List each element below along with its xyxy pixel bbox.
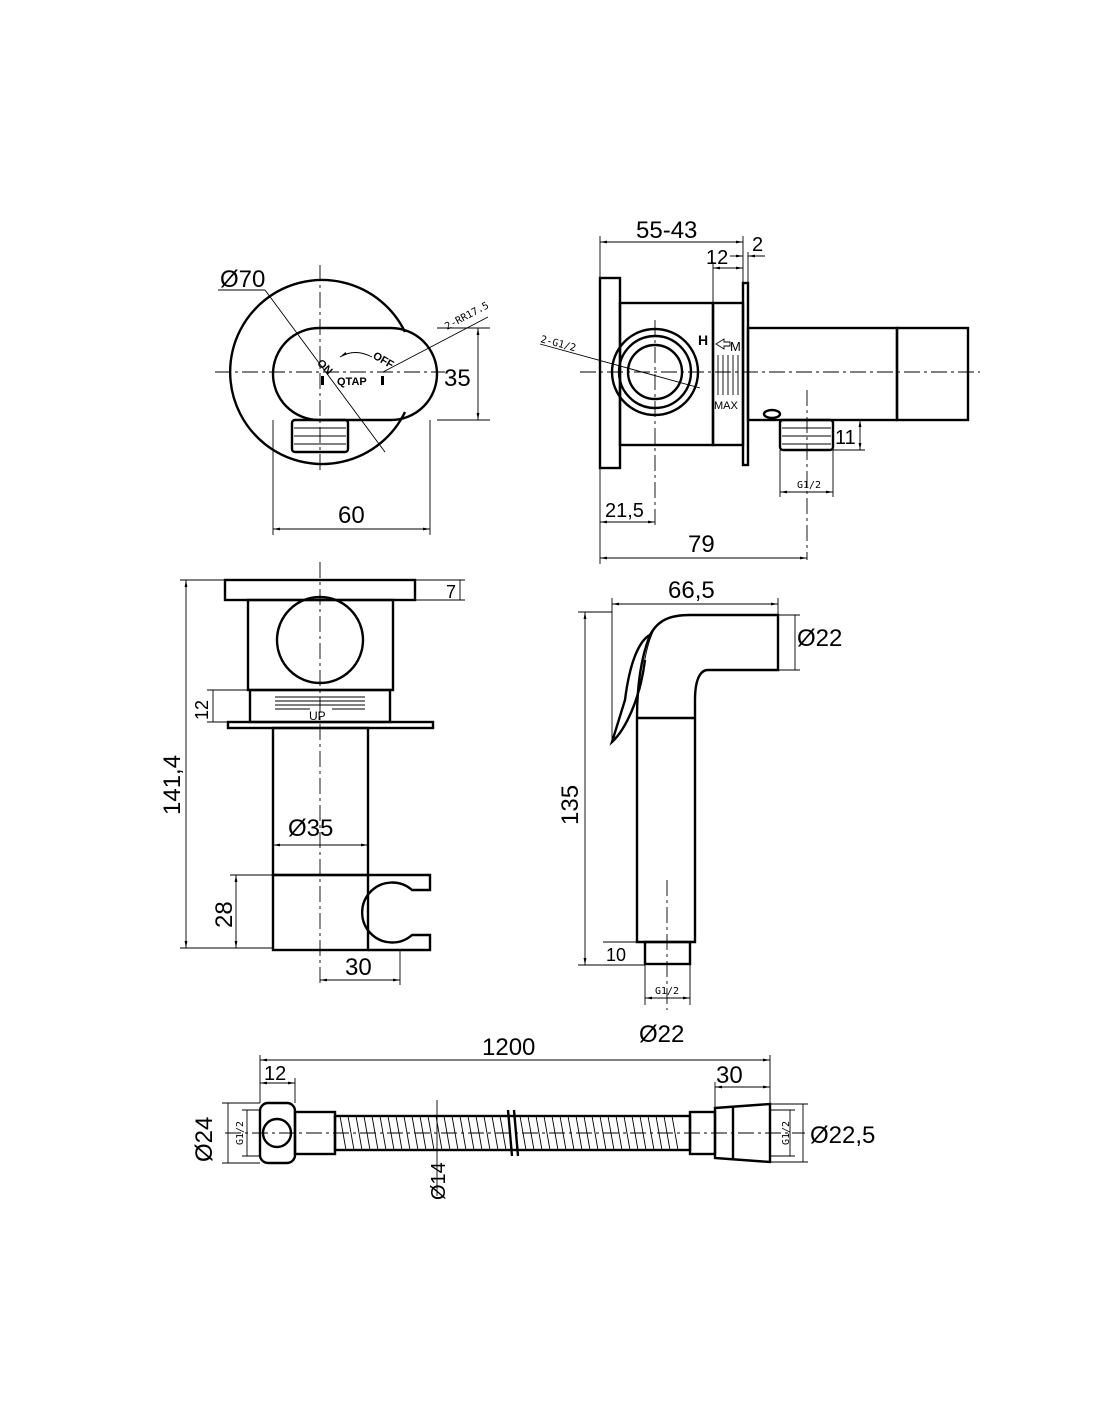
brand-label: QTAP (337, 376, 367, 388)
inlet-note: 2-G1/2 (539, 334, 577, 354)
dim-hose-diameter: Ø14 (428, 1162, 450, 1200)
dim-cone-diameter: Ø22,5 (810, 1122, 875, 1149)
dim-total-length: 79 (688, 531, 715, 558)
hose-thread-left: G1/2 (235, 1121, 246, 1145)
dim-ring-height: 12 (192, 700, 212, 720)
dim-holder-height: 28 (211, 901, 238, 928)
dim-width: 60 (338, 502, 365, 529)
dim-tube-diameter: Ø35 (288, 815, 333, 842)
dim-hose-length: 1200 (482, 1034, 535, 1061)
hose-thread-right: G1/2 (781, 1121, 792, 1145)
dim-depth-range: 55-43 (636, 217, 697, 244)
dim-thread-length: 11 (835, 427, 856, 449)
h-mark: H (698, 332, 708, 348)
dim-handset-height: 135 (557, 785, 584, 825)
outlet-thread: G1/2 (797, 480, 821, 491)
dim-head-diameter: Ø22 (797, 625, 842, 652)
dim-handset-length: 66,5 (668, 577, 715, 604)
dim-ring: 12 (706, 247, 728, 269)
dim-thread-length: 10 (606, 945, 626, 965)
dim-nut-length: 12 (264, 1063, 286, 1085)
max-mark: MAX (714, 400, 739, 412)
up-mark: UP (309, 709, 326, 723)
handset-view: 66,5 Ø22 135 10 G1/2 Ø22 (557, 577, 842, 1048)
dim-outer-diameter: Ø70 (220, 266, 265, 293)
side-view: H M MAX 2-G1/2 55-43 12 2 11 G1/2 21,5 7… (539, 217, 980, 564)
dim-base-diameter: Ø22 (639, 1021, 684, 1048)
handset-thread: G1/2 (655, 986, 679, 997)
dim-holder-depth: 30 (345, 954, 372, 981)
dim-axis-offset: 21,5 (605, 500, 644, 522)
hose-view: 1200 12 30 Ø24 G1/2 Ø14 G1/2 Ø22,5 (191, 1034, 875, 1200)
dim-plate-thickness: 7 (446, 582, 456, 602)
off-label: OFF (371, 350, 396, 372)
dim-plate: 2 (752, 234, 763, 256)
m-mark: M (730, 339, 741, 354)
dim-cone-length: 30 (716, 1062, 743, 1089)
dim-nut-diameter: Ø24 (191, 1117, 218, 1162)
dim-total-height: 141,4 (159, 755, 186, 815)
top-view: ON OFF QTAP Ø70 2-RR17.5 35 60 (215, 265, 491, 535)
dim-height: 35 (444, 365, 471, 392)
front-view: UP 7 141,4 12 Ø35 28 30 (159, 562, 465, 985)
